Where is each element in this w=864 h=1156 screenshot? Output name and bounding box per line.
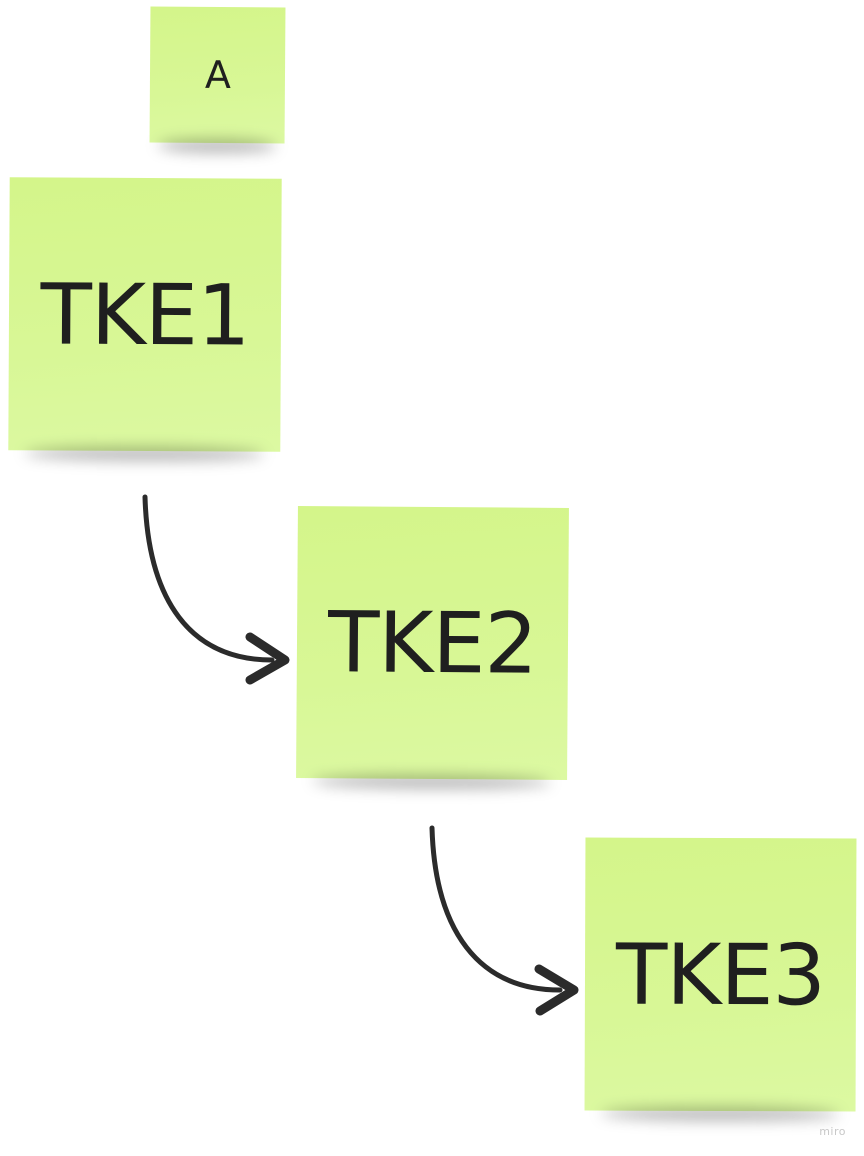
connector-tke1-to-tke2[interactable] xyxy=(142,494,290,685)
miro-watermark: miro xyxy=(819,1125,846,1138)
arrowhead-icon xyxy=(534,964,579,1016)
arrowhead-icon xyxy=(245,632,290,685)
connector-tke2-to-tke3[interactable] xyxy=(429,825,579,1016)
